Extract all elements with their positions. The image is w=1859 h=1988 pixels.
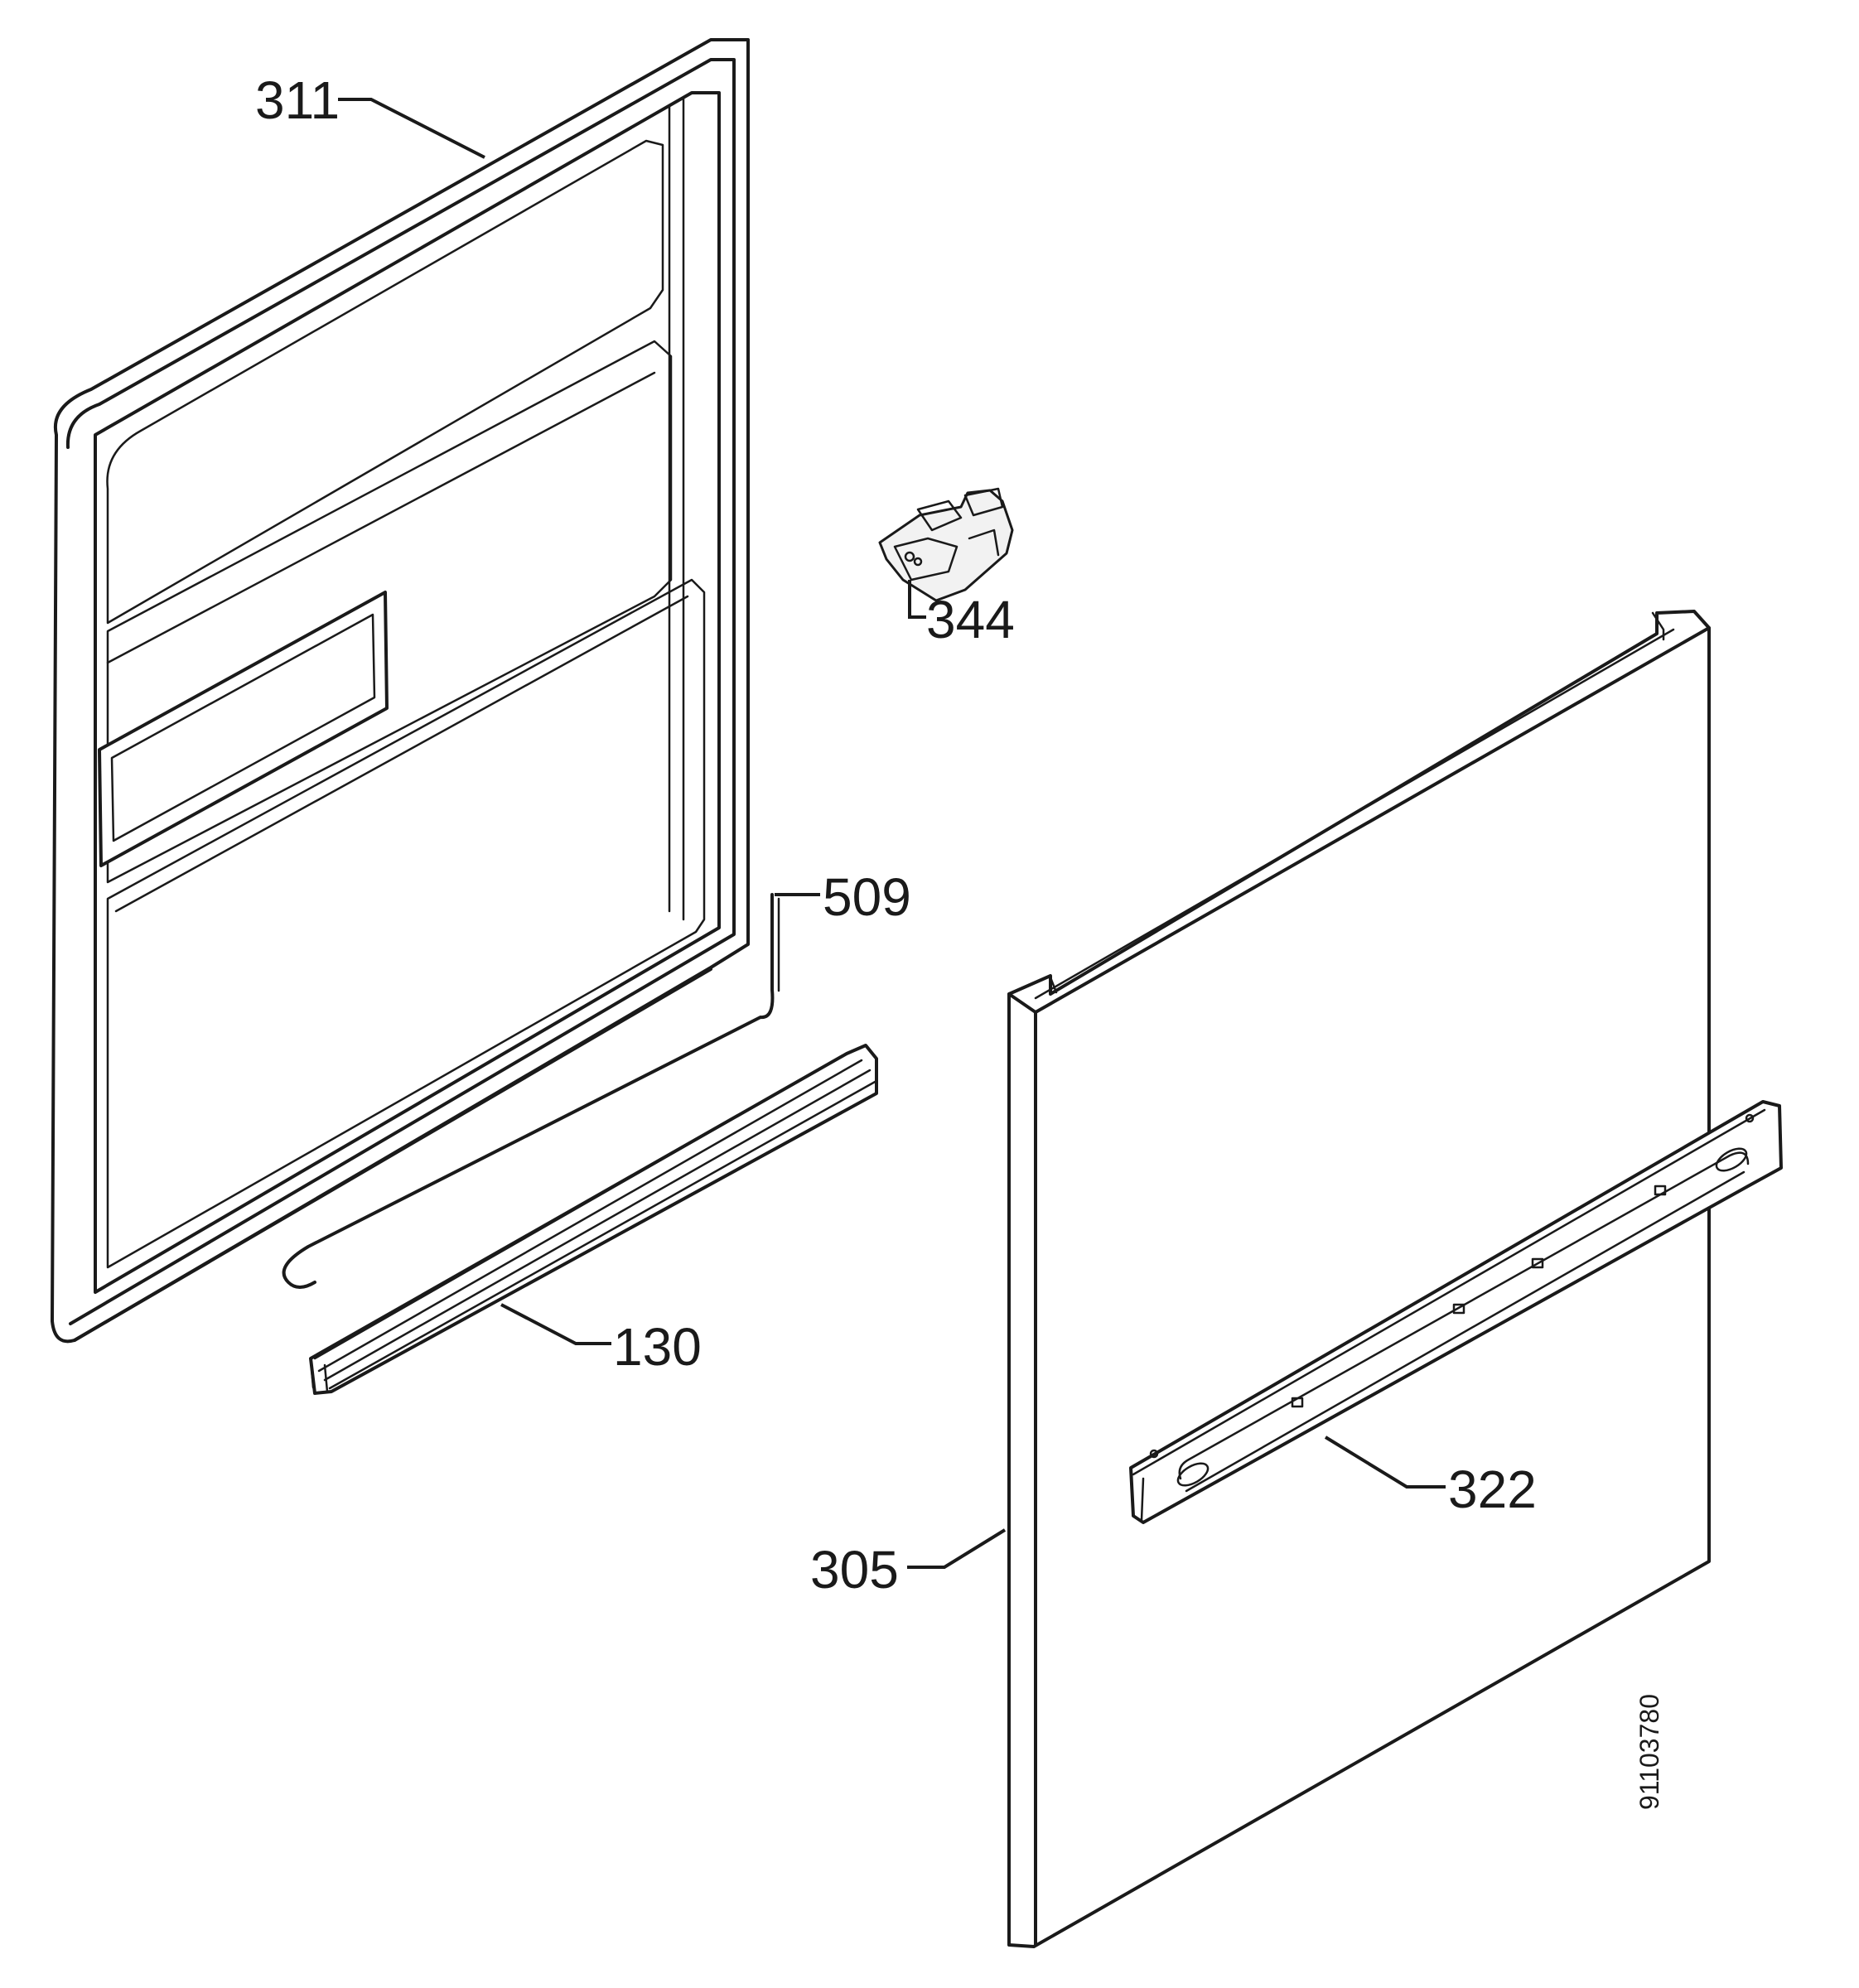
handle-strip-part bbox=[1129, 1100, 1783, 1524]
inner-door-part bbox=[51, 38, 750, 1344]
door-lock-part bbox=[878, 487, 1014, 602]
document-number: 91103780 bbox=[1634, 1694, 1664, 1810]
leader-322 bbox=[1324, 1436, 1446, 1489]
door-seal-part bbox=[309, 1044, 878, 1395]
part-label-344: 344 bbox=[926, 590, 1015, 649]
part-label-509: 509 bbox=[823, 867, 911, 927]
leader-311 bbox=[338, 98, 485, 159]
leader-130 bbox=[500, 1303, 611, 1345]
part-label-311: 311 bbox=[255, 70, 340, 130]
outer-panel-part bbox=[1007, 610, 1711, 1948]
leader-305 bbox=[907, 1528, 1007, 1569]
part-label-305: 305 bbox=[810, 1540, 899, 1600]
door-cable-part bbox=[282, 893, 780, 1289]
leader-344 bbox=[908, 580, 926, 619]
part-label-322: 322 bbox=[1448, 1460, 1537, 1519]
part-label-130: 130 bbox=[613, 1317, 702, 1377]
